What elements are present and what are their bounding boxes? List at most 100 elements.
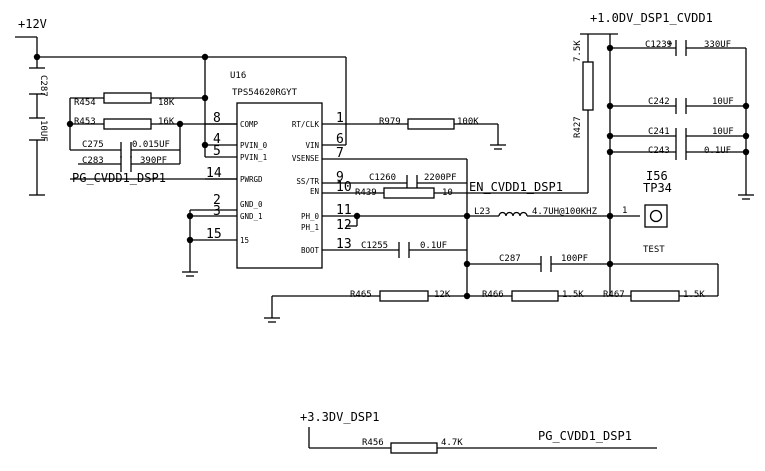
resistor-r456: R456 4.7K [362, 438, 463, 454]
ground-icon [182, 271, 198, 277]
pin-name: VIN [305, 141, 319, 150]
pin-number: 1 [336, 111, 344, 126]
ic-u16: U16 TPS54620RGYT 8 4 5 14 2 3 15 COMP PV… [205, 71, 352, 269]
resistor-ref: R454 [74, 98, 96, 108]
junction [201, 141, 209, 149]
resistor-value: 7.5K [573, 40, 583, 62]
testpoint-pin: 1 [622, 206, 627, 216]
capacitor-c287-feedforward: C287 100PF [499, 254, 588, 272]
capacitor-value: 100PF [561, 254, 588, 264]
junction [186, 236, 194, 244]
ground-icon [264, 317, 280, 323]
pin-number: 10 [336, 180, 352, 195]
resistor-ref: R427 [573, 116, 583, 138]
resistor-value: 12K [434, 290, 451, 300]
ic-part-number: TPS54620RGYT [232, 88, 298, 98]
pin-name: EN [310, 187, 319, 196]
resistor-ref: R453 [74, 117, 96, 127]
capacitor-ref: C1260 [369, 173, 396, 183]
test-point-tp34: I56 TP34 1 TEST [622, 169, 672, 255]
resistor-value: 4.7K [441, 438, 463, 448]
capacitor-value: 10UF [712, 97, 734, 107]
ground-icon [490, 144, 506, 150]
pin-name: 15 [240, 236, 249, 245]
capacitor-value: 0.015UF [132, 140, 170, 150]
capacitor-ref: C1255 [361, 241, 388, 251]
pin-number: 9 [336, 170, 344, 185]
capacitor-c283: C283 390PF [82, 156, 167, 172]
resistor-ref: R466 [482, 290, 504, 300]
junction [33, 53, 41, 61]
junction [186, 212, 194, 220]
capacitor-c1239: + C1239 330UF [645, 39, 731, 56]
resistor-ref: R456 [362, 438, 384, 448]
pin-name: GND_0 [240, 200, 263, 209]
capacitor-value: 390PF [140, 156, 167, 166]
pin-number: 7 [336, 146, 344, 161]
junction [606, 260, 614, 268]
pin-name: PVIN_0 [240, 141, 268, 150]
power-label-3v3: +3.3DV_DSP1 [300, 410, 379, 424]
junction [176, 120, 184, 128]
ground-symbols [29, 144, 754, 323]
resistor-value: 18K [158, 98, 175, 108]
resistor-value: 100K [457, 117, 479, 127]
power-label-12v: +12V [18, 17, 47, 31]
capacitor-ref: C243 [648, 146, 670, 156]
resistor-ref: R465 [350, 290, 372, 300]
junction [201, 53, 209, 61]
resistors: R454 18K R453 16K R979 100K R439 10 R465… [74, 40, 705, 454]
pin-name: PH_1 [301, 223, 319, 232]
pin-number: 5 [213, 144, 221, 159]
pin-name: VSENSE [292, 154, 320, 163]
resistor-ref: R979 [379, 117, 401, 127]
resistor-value: 16K [158, 117, 175, 127]
junction [742, 148, 750, 156]
junction [463, 212, 471, 220]
pin-number: 14 [206, 166, 222, 181]
pin-number: 2 [213, 193, 221, 208]
capacitor-ref: C283 [82, 156, 104, 166]
junction [353, 212, 361, 220]
testpoint-body [644, 204, 668, 228]
resistor-r439: R439 10 [355, 187, 453, 199]
capacitor-c275: C275 0.015UF [82, 140, 170, 158]
resistor-r465: R465 12K [350, 290, 451, 302]
capacitor-value: 10UF [712, 127, 734, 137]
junction [201, 94, 209, 102]
junction-dots [33, 44, 750, 300]
capacitor-value: 2200PF [424, 173, 457, 183]
capacitor-c1255: C1255 0.1UF [361, 241, 447, 258]
junction [606, 102, 614, 110]
junction [606, 132, 614, 140]
ground-icon [738, 194, 754, 200]
capacitor-10uf-input: 10UF [29, 117, 48, 142]
inductor-ref: L23 [474, 207, 490, 217]
power-label-1v0: +1.0DV_DSP1_CVDD1 [590, 11, 713, 25]
junction [606, 212, 614, 220]
resistor-r453: R453 16K [74, 117, 175, 130]
testpoint-name: TP34 [643, 181, 672, 195]
pin-number: 13 [336, 237, 352, 252]
capacitor-value: 0.1UF [704, 146, 731, 156]
pin-name: GND_1 [240, 212, 263, 221]
pin-name: PH_0 [301, 212, 320, 221]
capacitors: C287 10UF C275 0.015UF C283 390PF C1260 … [29, 39, 734, 272]
resistor-value: 10 [442, 188, 453, 198]
capacitor-c242: C242 10UF [648, 97, 734, 114]
net-labels: PG_CVDD1_DSP1 EN_CVDD1_DSP1 PG_CVDD1_DSP… [72, 171, 632, 443]
ic-ref: U16 [230, 71, 246, 81]
pin-number: 12 [336, 218, 352, 233]
capacitor-ref: C1239 [645, 40, 672, 50]
resistor-r454: R454 18K [74, 92, 175, 108]
capacitor-ref: C287 [38, 75, 48, 97]
resistor-value: 1.5K [562, 290, 584, 300]
pin-name: SS/TR [296, 177, 319, 186]
net-label-en: EN_CVDD1_DSP1 [469, 180, 563, 194]
pin-number: 8 [213, 111, 221, 126]
capacitor-value: 0.1UF [420, 241, 447, 251]
ic-body [236, 102, 323, 269]
resistor-r467: R467 1.5K [603, 290, 705, 302]
junction [742, 132, 750, 140]
